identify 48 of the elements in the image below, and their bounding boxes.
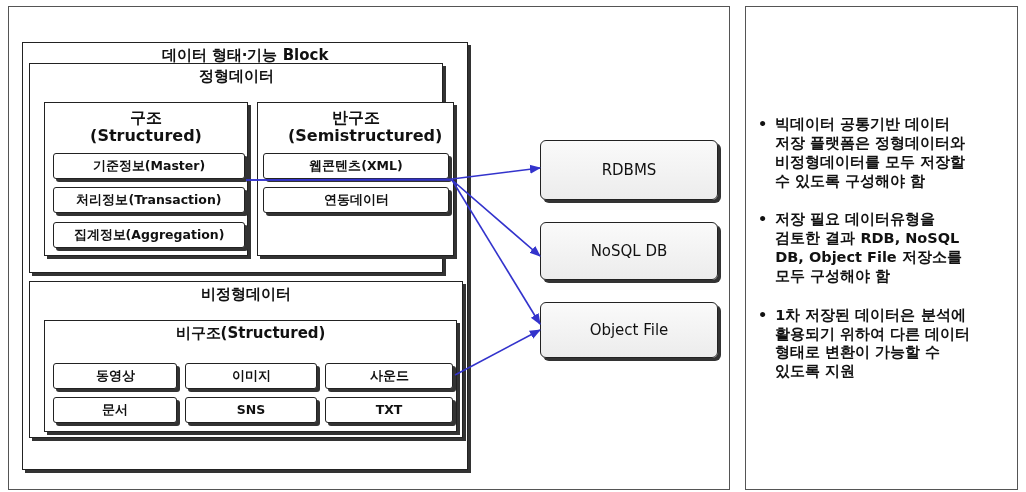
node-label: 연동데이터	[323, 193, 389, 207]
node-label: 기준정보(Master)	[92, 159, 206, 173]
data-type-box	[53, 363, 177, 389]
data-type-box	[53, 187, 245, 213]
storage-box	[540, 140, 718, 200]
group-title: 정형데이터	[197, 68, 275, 85]
data-type-box	[53, 397, 177, 423]
node-label: SNS	[236, 403, 266, 417]
data-type-box	[325, 363, 453, 389]
bullet-text: 1차 저장된 데이터은 분석에 활용되기 위하여 다른 데이터 형태로 변환이 가능할 수 있도록 지원	[775, 305, 972, 382]
node-label: 이미지	[231, 369, 271, 383]
node-label: 처리정보(Transaction)	[76, 193, 222, 207]
data-type-box	[185, 397, 317, 423]
arrow	[245, 179, 541, 257]
group-box	[44, 320, 457, 432]
storage-box	[540, 302, 718, 358]
group-title: 반구조 (Semistructured)	[287, 109, 444, 145]
data-type-box	[53, 153, 245, 179]
bullet-text: 저장 필요 데이터유형을 검토한 결과 RDB, NoSQL DB, Object File 저장소를 모두 구성해야 함	[775, 210, 963, 286]
data-type-box	[325, 397, 453, 423]
node-label: Object File	[589, 321, 669, 339]
bullet: •	[758, 305, 768, 325]
group-title: 구조 (Structured)	[89, 109, 203, 145]
node-label: 집계정보(Aggregation)	[73, 228, 225, 242]
node-label: 웹콘텐츠(XML)	[309, 159, 403, 173]
node-label: 동영상	[95, 369, 135, 383]
group-title: 비정형데이터	[200, 286, 292, 303]
group-box	[44, 102, 248, 256]
group-box	[22, 42, 468, 470]
node-label: 사운드	[369, 369, 409, 383]
arrow	[451, 179, 541, 325]
group-title: 데이터 형태·기능 Block	[160, 47, 330, 64]
notes-panel	[745, 6, 1018, 490]
data-type-box	[53, 222, 245, 248]
node-label: RDBMS	[601, 161, 657, 179]
data-type-box	[185, 363, 317, 389]
group-title: 비구조(Structured)	[174, 325, 327, 342]
node-label: NoSQL DB	[590, 242, 668, 260]
bullet: •	[758, 210, 768, 230]
node-label: 문서	[102, 403, 128, 417]
group-box	[257, 102, 454, 256]
data-type-box	[263, 153, 449, 179]
data-type-box	[263, 187, 449, 213]
node-label: TXT	[375, 403, 403, 417]
bullet-text: 빅데이터 공통기반 데이터 저장 플랫폼은 정형데이터와 비정형데이터를 모두 저장할 수 있도록 구성해야 함	[775, 115, 967, 191]
group-box	[29, 281, 463, 438]
bullet: •	[758, 115, 768, 134]
storage-box	[540, 222, 718, 280]
